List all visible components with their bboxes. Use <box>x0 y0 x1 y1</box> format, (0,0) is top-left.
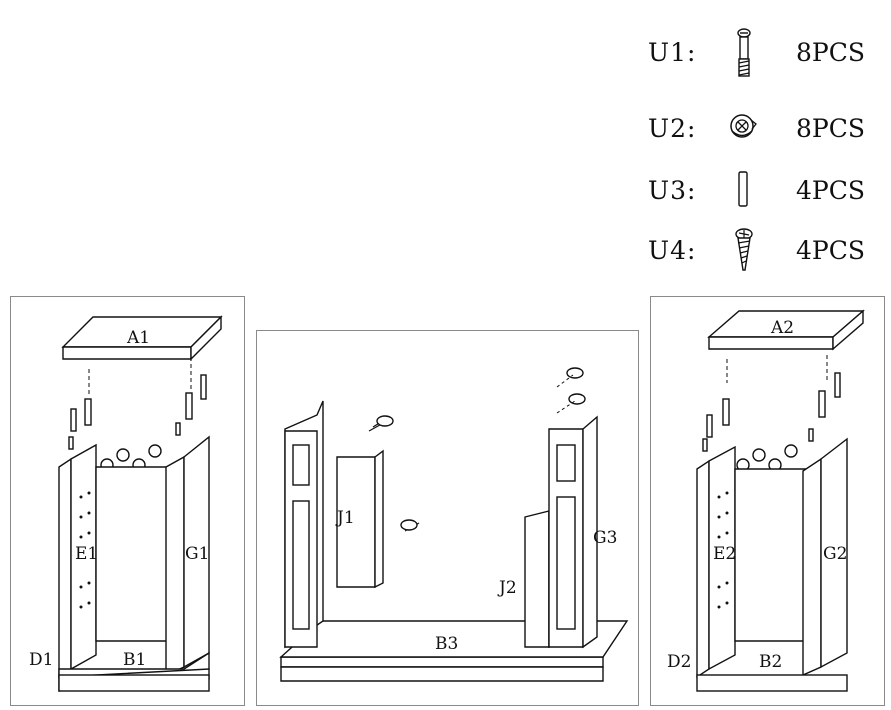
side-panel-e2 <box>708 445 736 671</box>
part-quantity: 8PCS <box>796 38 865 67</box>
label-d2: D2 <box>667 652 691 672</box>
label-a2: A2 <box>770 318 794 338</box>
assembly-step-center: J1 J2 G3 B3 <box>256 330 639 706</box>
side-panel-g2 <box>820 437 848 669</box>
legend-row-u3: U3: 4PCS <box>648 166 878 216</box>
assembly-step-left: A1 E1 G1 D1 B1 <box>10 296 245 706</box>
label-b3: B3 <box>435 634 458 654</box>
side-panel-e1 <box>70 443 97 671</box>
label-a1: A1 <box>126 328 150 348</box>
label-g2: G2 <box>823 544 847 564</box>
part-quantity: 4PCS <box>796 176 865 205</box>
part-code: U3: <box>648 176 697 205</box>
inner-panel-j2 <box>524 510 550 648</box>
cam-lock-icon <box>730 114 757 138</box>
part-quantity: 8PCS <box>796 114 865 143</box>
label-j2: J2 <box>497 578 517 598</box>
label-b1: B1 <box>123 650 146 670</box>
center-assembly-drawing: J1 J2 G3 B3 <box>279 367 629 682</box>
label-e1: E1 <box>75 544 98 564</box>
right-assembly-drawing: A2 E2 G2 D2 B2 <box>667 309 865 692</box>
assembly-step-right: A2 E2 G2 D2 B2 <box>650 296 885 706</box>
legend-row-u1: U1: 8PCS <box>648 28 878 78</box>
cam-bolt-icon <box>737 28 751 77</box>
left-assembly-drawing: A1 E1 G1 D1 B1 <box>29 315 223 692</box>
top-board-a1-front <box>62 346 192 360</box>
wood-dowel-icon <box>738 171 748 207</box>
legend-row-u2: U2: 8PCS <box>648 104 878 154</box>
label-b2: B2 <box>759 652 782 672</box>
legend-row-u4: U4: 4PCS <box>648 226 878 276</box>
part-code: U1: <box>648 38 697 67</box>
label-j1: J1 <box>335 508 355 528</box>
label-e2: E2 <box>713 544 736 564</box>
screw-icon <box>735 228 753 271</box>
part-code: U2: <box>648 114 697 143</box>
part-code: U4: <box>648 236 697 265</box>
label-g3: G3 <box>593 528 617 548</box>
label-d1: D1 <box>29 650 53 670</box>
label-g1: G1 <box>185 544 209 564</box>
part-quantity: 4PCS <box>796 236 865 265</box>
